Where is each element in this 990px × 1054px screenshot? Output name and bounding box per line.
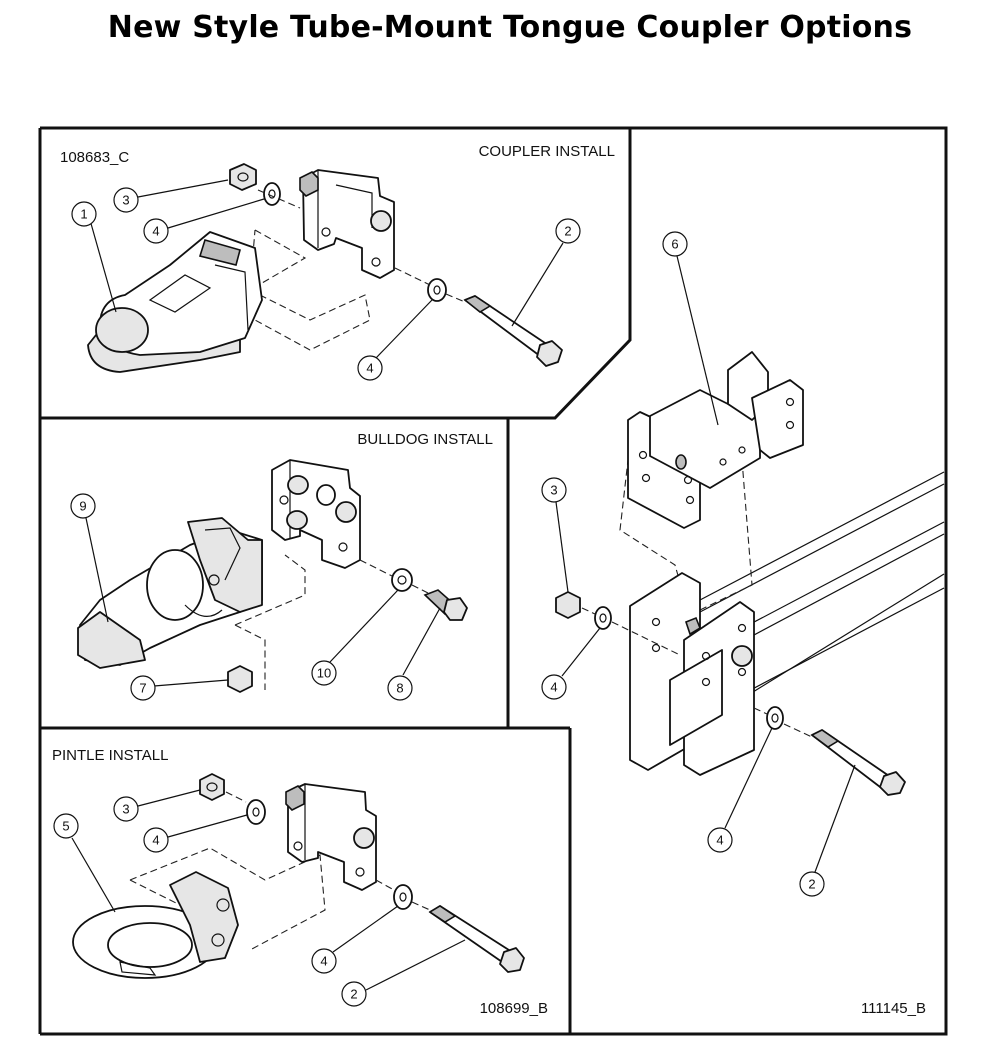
panel-frames bbox=[38, 126, 948, 1036]
callout-4: 4 bbox=[716, 833, 723, 848]
callout-3: 3 bbox=[122, 802, 129, 817]
callout-10: 10 bbox=[317, 666, 331, 681]
callout-8: 8 bbox=[396, 681, 403, 696]
pintle-callouts: 3 5 4 4 2 bbox=[53, 789, 466, 1007]
callout-2: 2 bbox=[564, 224, 571, 239]
coupler-assembly-drawing bbox=[87, 163, 563, 373]
callout-6: 6 bbox=[671, 237, 678, 252]
pintle-assembly-drawing bbox=[72, 773, 525, 979]
bulldog-callouts: 9 7 10 8 bbox=[70, 493, 441, 701]
bulldog-install-heading: BULLDOG INSTALL bbox=[357, 431, 493, 448]
tube-part-number: 111145_B bbox=[861, 1000, 926, 1017]
callout-3: 3 bbox=[122, 193, 129, 208]
page-title: New Style Tube-Mount Tongue Coupler Opti… bbox=[107, 10, 913, 45]
tube-assembly-drawing bbox=[555, 351, 945, 796]
callout-4: 4 bbox=[366, 361, 373, 376]
coupler-part-number: 108683_C bbox=[60, 149, 129, 166]
coupler-install-heading: COUPLER INSTALL bbox=[479, 143, 615, 160]
callout-4: 4 bbox=[320, 954, 327, 969]
callout-3: 3 bbox=[550, 483, 557, 498]
callout-4: 4 bbox=[550, 680, 557, 695]
callout-9: 9 bbox=[79, 499, 86, 514]
callout-7: 7 bbox=[139, 681, 146, 696]
bulldog-assembly-drawing bbox=[77, 459, 468, 693]
callout-4: 4 bbox=[152, 224, 159, 239]
callout-4: 4 bbox=[152, 833, 159, 848]
pintle-install-heading: PINTLE INSTALL bbox=[52, 747, 168, 764]
pintle-part-number: 108699_B bbox=[480, 1000, 548, 1017]
callout-5: 5 bbox=[62, 819, 69, 834]
coupler-callouts: 1 3 4 2 4 bbox=[71, 179, 581, 381]
callout-1: 1 bbox=[80, 207, 87, 222]
tube-callouts: 6 3 4 4 2 bbox=[541, 231, 856, 897]
callout-2: 2 bbox=[808, 877, 815, 892]
callout-2: 2 bbox=[350, 987, 357, 1002]
